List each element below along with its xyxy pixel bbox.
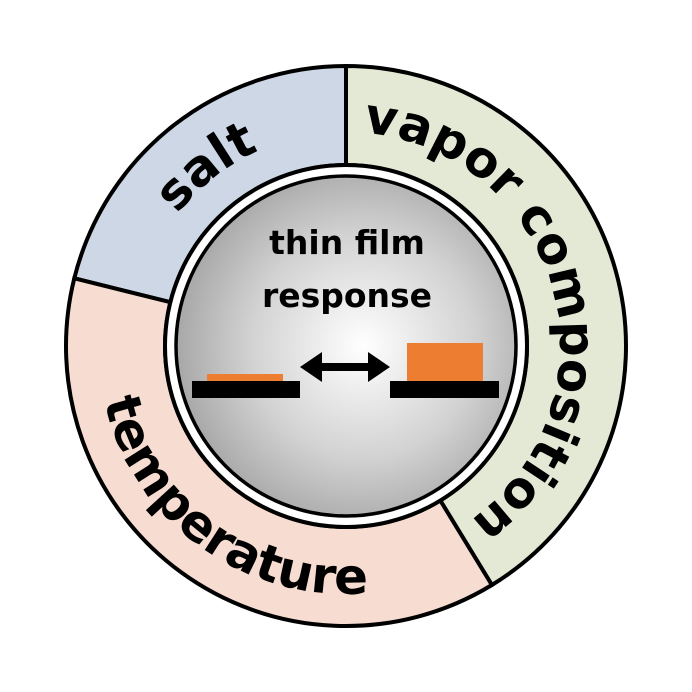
substrate-right (390, 381, 499, 398)
thick-film-layer (407, 343, 483, 382)
center-title-line2: response (262, 276, 432, 315)
center-title-line1: thin film (269, 223, 425, 262)
substrate-left (192, 381, 300, 398)
center-disc (174, 174, 518, 518)
thin-film-layer (207, 374, 283, 382)
double-arrow-icon (300, 352, 390, 382)
